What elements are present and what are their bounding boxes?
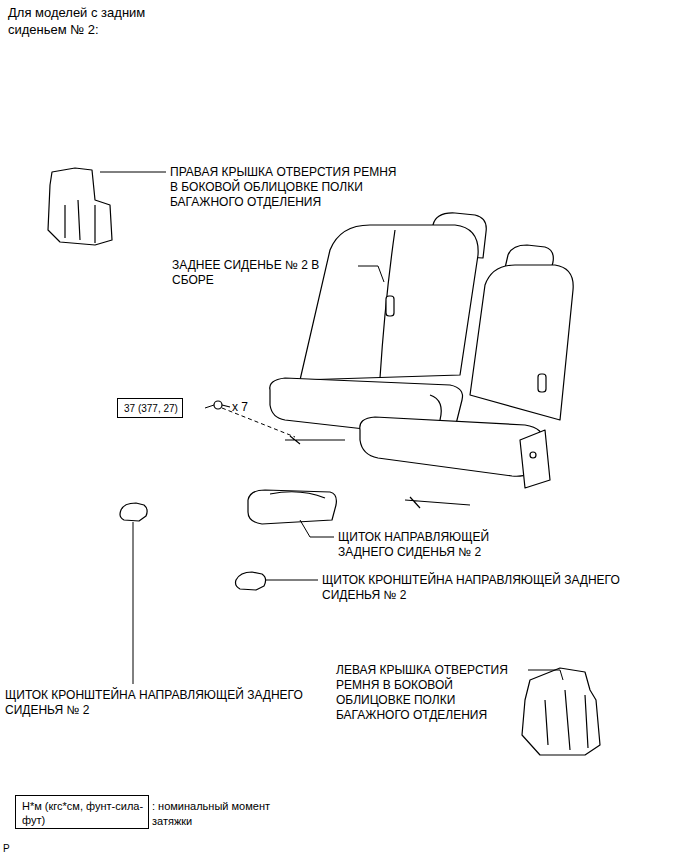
page-code: P [3,841,10,856]
part-label: ЩИТОК НАПРАВЛЯЮЩЕЙ ЗАДНЕГО СИДЕНЬЯ № 2 [338,530,543,560]
box-text: Н*м (кгс*см, фунт-сила-фут) [22,799,144,827]
quantity: x 7 [232,400,248,415]
part-label: ЩИТОК КРОНШТЕЙНА НАПРАВЛЯЮЩЕЙ ЗАДНЕГО СИ… [5,688,305,718]
part-label: ЩИТОК КРОНШТЕЙНА НАПРАВЛЯЮЩЕЙ ЗАДНЕГО СИ… [322,573,622,603]
torque-box: 37 (377, 27) [117,398,183,418]
part-label: ЗАДНЕЕ СИДЕНЬЕ № 2 В СБОРЕ [172,258,354,288]
legend-text: : номинальный момент затяжки [152,799,272,829]
part-label: ЛЕВАЯ КРЫШКА ОТВЕРСТИЯ РЕМНЯ В БОКОВОЙ О… [336,663,524,723]
title: Для моделей с задним сиденьем № 2: [8,4,178,38]
box-text: 37 (377, 27) [124,402,176,416]
part-label: ПРАВАЯ КРЫШКА ОТВЕРСТИЯ РЕМНЯ В БОКОВОЙ … [170,165,398,210]
legend-box: Н*м (кгс*см, фунт-сила-фут) [15,795,149,829]
